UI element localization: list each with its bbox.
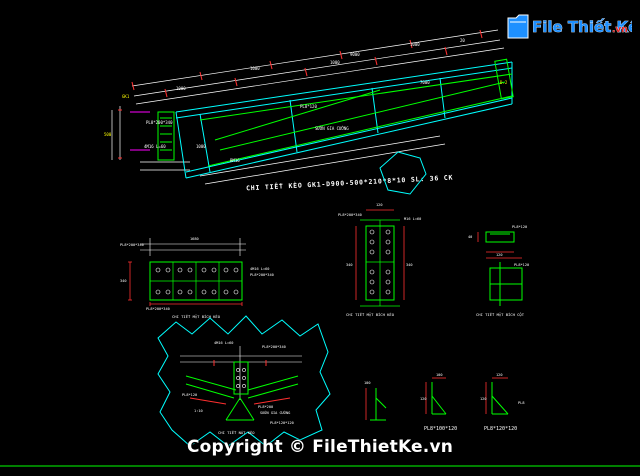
caption-rafter-joint: CHI TIẾT NÚT KÈO xyxy=(218,430,255,435)
svg-text:PL8*200*340: PL8*200*340 xyxy=(250,273,274,277)
main-title-group: CHI TIẾT KÈO GK1-D900-500*210*8*10 SL: 3… xyxy=(246,173,454,193)
svg-text:SƯỜN GIA CƯỜNG: SƯỜN GIA CƯỜNG xyxy=(315,126,349,131)
svg-text:120: 120 xyxy=(496,253,503,257)
svg-text:7000: 7000 xyxy=(420,80,430,85)
svg-text:PL8*120: PL8*120 xyxy=(512,225,527,229)
svg-text:340: 340 xyxy=(120,279,127,283)
svg-text:PL8*120: PL8*120 xyxy=(182,393,197,397)
svg-text:PL8: PL8 xyxy=(518,401,525,405)
flange-detail-center: PL8*200*340 M16 L=60 120 340 340 CHI TIẾ… xyxy=(338,203,421,317)
column-flange-detail: PL8*120 40 PL8*120 120 CHI TIẾT MẶT BÍCH… xyxy=(468,225,529,317)
svg-text:340: 340 xyxy=(406,263,413,267)
logo-brand-text: File Thiết Kế xyxy=(532,17,632,36)
svg-text:1000: 1000 xyxy=(410,42,420,47)
logo-tld-text: .vn xyxy=(612,25,628,35)
svg-text:340: 340 xyxy=(346,263,353,267)
main-title: CHI TIẾT KÈO GK1-D900-500*210*8*10 SL: 3… xyxy=(246,173,454,193)
svg-text:100: 100 xyxy=(364,381,371,385)
plate-label-b: PL8*120*120 xyxy=(484,426,517,432)
folder-icon xyxy=(507,14,529,39)
copyright-watermark: Copyright © FileThietKe.vn xyxy=(186,437,454,457)
svg-text:9000: 9000 xyxy=(350,52,360,57)
filethietke-logo: File Thiết Kế .vn xyxy=(506,10,639,46)
svg-text:BM16: BM16 xyxy=(230,158,240,163)
svg-text:1000: 1000 xyxy=(196,144,206,149)
svg-text:PL8*200*340: PL8*200*340 xyxy=(146,307,170,311)
svg-text:1000: 1000 xyxy=(330,60,340,65)
small-plate-details: 100 120 120 100 120 PL8 PL8*100*120 PL8*… xyxy=(364,373,525,432)
svg-text:PL8*120: PL8*120 xyxy=(300,104,317,109)
svg-text:SƯỜN GIA CƯỜNG: SƯỜN GIA CƯỜNG xyxy=(260,410,290,415)
svg-text:4M16 L=60: 4M16 L=60 xyxy=(214,341,233,345)
svg-text:4M16 L=60: 4M16 L=60 xyxy=(250,267,269,271)
svg-text:PL8*200*340: PL8*200*340 xyxy=(146,120,173,125)
svg-text:1000: 1000 xyxy=(176,86,186,91)
rafter-joint-detail: 4M16 L=60 PL8*200*340 PL8*200 SƯỜN GIA C… xyxy=(157,315,331,447)
svg-text:PL8*200: PL8*200 xyxy=(258,405,273,409)
svg-text:120: 120 xyxy=(480,397,487,401)
svg-text:120: 120 xyxy=(496,373,503,377)
svg-text:120: 120 xyxy=(376,203,383,207)
svg-text:GK1: GK1 xyxy=(122,94,130,99)
svg-text:PL8*200*340: PL8*200*340 xyxy=(338,213,362,217)
rafter-elevation: PL8*200*340 4M16 L=60 PL8*120 SƯỜN GIA C… xyxy=(104,29,514,185)
flange-detail-left: PL8*200*340 4M16 L=60 PL8*200*340 PL8*20… xyxy=(120,237,274,319)
svg-text:4M16 L=60: 4M16 L=60 xyxy=(144,144,166,149)
svg-text:M16 L=60: M16 L=60 xyxy=(404,217,421,221)
svg-text:40: 40 xyxy=(468,235,472,239)
svg-text:100: 100 xyxy=(436,373,443,377)
revision-cloud xyxy=(157,315,331,447)
svg-text:500: 500 xyxy=(104,132,112,137)
svg-text:PL8*120*120: PL8*120*120 xyxy=(270,421,294,425)
plate-label-a: PL8*100*120 xyxy=(424,426,457,432)
svg-text:PL8*120: PL8*120 xyxy=(514,263,529,267)
svg-text:1680: 1680 xyxy=(190,237,199,241)
svg-text:PL8*200*340: PL8*200*340 xyxy=(262,345,286,349)
detail-callout-hexagon xyxy=(379,151,427,195)
svg-text:120: 120 xyxy=(420,397,427,401)
svg-text:1:10: 1:10 xyxy=(194,409,203,413)
svg-text:PL8*200*340: PL8*200*340 xyxy=(120,243,144,247)
caption-flange-center: CHI TIẾT MẶT BÍCH KÈO xyxy=(346,312,395,317)
svg-text:D.2: D.2 xyxy=(500,80,508,85)
caption-column-flange: CHI TIẾT MẶT BÍCH CỘT xyxy=(476,312,525,317)
caption-flange-left: CHI TIẾT MẶT BÍCH KÈO xyxy=(172,314,221,319)
svg-text:1000: 1000 xyxy=(250,66,260,71)
svg-text:20: 20 xyxy=(460,38,465,43)
